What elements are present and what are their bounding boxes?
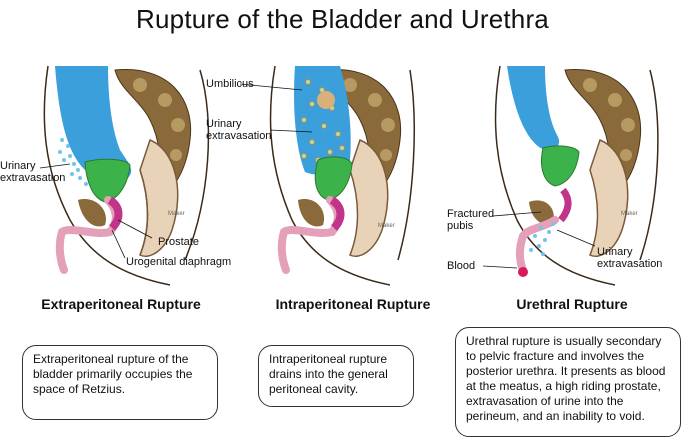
description-extraperitoneal: Extraperitoneal rupture of the bladder p… <box>22 345 218 420</box>
diagram-extraperitoneal: Urinary extravasation Prostate Urogenita… <box>0 60 231 290</box>
urethral-illustration <box>482 65 659 286</box>
heading-extraperitoneal: Extraperitoneal Rupture <box>41 296 201 312</box>
label-urinary-extravasation: Urinary extravasation <box>597 246 663 270</box>
label-urinary-extravasation: Urinary extravasation <box>0 160 66 184</box>
intraperitoneal-illustration <box>239 65 415 286</box>
label-maker: Maker <box>378 223 395 229</box>
label-urinary-extravasation: Urinary extravasation <box>206 118 272 142</box>
page-title: Rupture of the Bladder and Urethra <box>136 4 549 34</box>
description-intraperitoneal: Intraperitoneal rupture drains into the … <box>258 345 414 407</box>
diagram-intraperitoneal: Umbilicus Urinary extravasation Maker <box>200 60 420 290</box>
label-prostate: Prostate <box>158 236 199 248</box>
label-maker: Maker <box>168 211 185 217</box>
label-blood: Blood <box>447 260 476 272</box>
heading-urethral: Urethral Rupture <box>516 296 628 312</box>
label-maker: Maker <box>621 211 638 217</box>
heading-intraperitoneal: Intraperitoneal Rupture <box>275 296 431 312</box>
label-umbilicus: Umbilicus <box>206 78 254 90</box>
label-fractured-pubis: Fractured pubis <box>447 208 495 232</box>
description-urethral: Urethral rupture is usually secondary to… <box>455 327 681 437</box>
label-urogenital-diaphragm: Urogenital diaphragm <box>126 256 232 268</box>
extraperitoneal-illustration <box>39 65 210 286</box>
diagram-urethral: Fractured pubis Blood Urinary extravasat… <box>445 60 685 290</box>
